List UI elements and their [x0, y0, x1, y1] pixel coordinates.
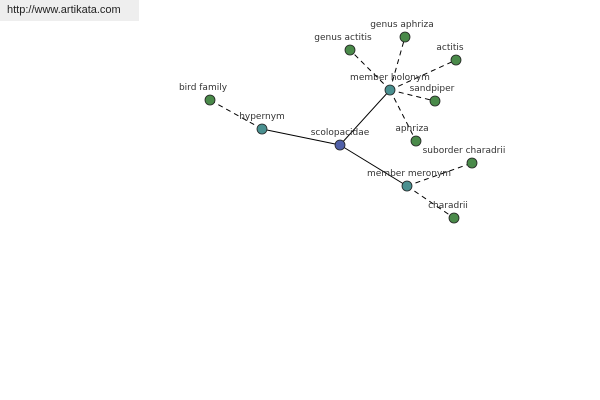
node-aphriza[interactable] — [410, 135, 422, 147]
label-member-meronym[interactable]: member meronym — [367, 169, 451, 179]
nodes — [204, 31, 478, 224]
label-genus-actitis[interactable]: genus actitis — [314, 33, 372, 43]
label-genus-aphriza[interactable]: genus aphriza — [370, 20, 434, 30]
edge-hypernym-bird-family — [209, 99, 263, 130]
node-sandpiper[interactable] — [429, 95, 441, 107]
url-text[interactable]: http://www.artikata.com — [7, 4, 121, 16]
edge-member-holonym-genus-aphriza — [389, 36, 406, 91]
edge-member-holonym-genus-actitis — [349, 49, 391, 91]
label-suborder-charadrii[interactable]: suborder charadrii — [423, 146, 506, 156]
edges — [209, 36, 473, 219]
labels: scolopacidae hypernym member holonym member… — [179, 20, 505, 211]
url-banner: http://www.artikata.com — [0, 0, 139, 21]
node-member-holonym[interactable] — [384, 84, 396, 96]
node-genus-actitis[interactable] — [344, 44, 356, 56]
label-bird-family[interactable]: bird family — [179, 83, 228, 93]
label-hypernym[interactable]: hypernym — [239, 112, 285, 122]
edge-member-meronym-charadrii — [406, 185, 455, 219]
node-scolopacidae[interactable] — [334, 139, 346, 151]
label-aphriza[interactable]: aphriza — [395, 124, 428, 134]
label-member-holonym[interactable]: member holonym — [350, 73, 430, 83]
label-actitis[interactable]: actitis — [436, 43, 464, 53]
edge-member-holonym-sandpiper — [389, 89, 436, 102]
edge-scolopacidae-member-meronym — [339, 144, 408, 187]
edge-member-holonym-aphriza — [389, 89, 417, 142]
edge-member-holonym-actitis — [389, 59, 457, 91]
edge-scolopacidae-member-holonym — [339, 89, 391, 146]
node-actitis[interactable] — [450, 54, 462, 66]
label-scolopacidae[interactable]: scolopacidae — [311, 128, 370, 138]
node-charadrii[interactable] — [448, 212, 460, 224]
node-hypernym[interactable] — [256, 123, 268, 135]
node-member-meronym[interactable] — [401, 180, 413, 192]
edge-scolopacidae-hypernym — [261, 128, 341, 146]
node-genus-aphriza[interactable] — [399, 31, 411, 43]
label-charadrii[interactable]: charadrii — [428, 201, 468, 211]
node-suborder-charadrii[interactable] — [466, 157, 478, 169]
label-sandpiper[interactable]: sandpiper — [410, 84, 455, 94]
edge-member-meronym-suborder-charadrii — [406, 162, 473, 187]
node-bird-family[interactable] — [204, 94, 216, 106]
